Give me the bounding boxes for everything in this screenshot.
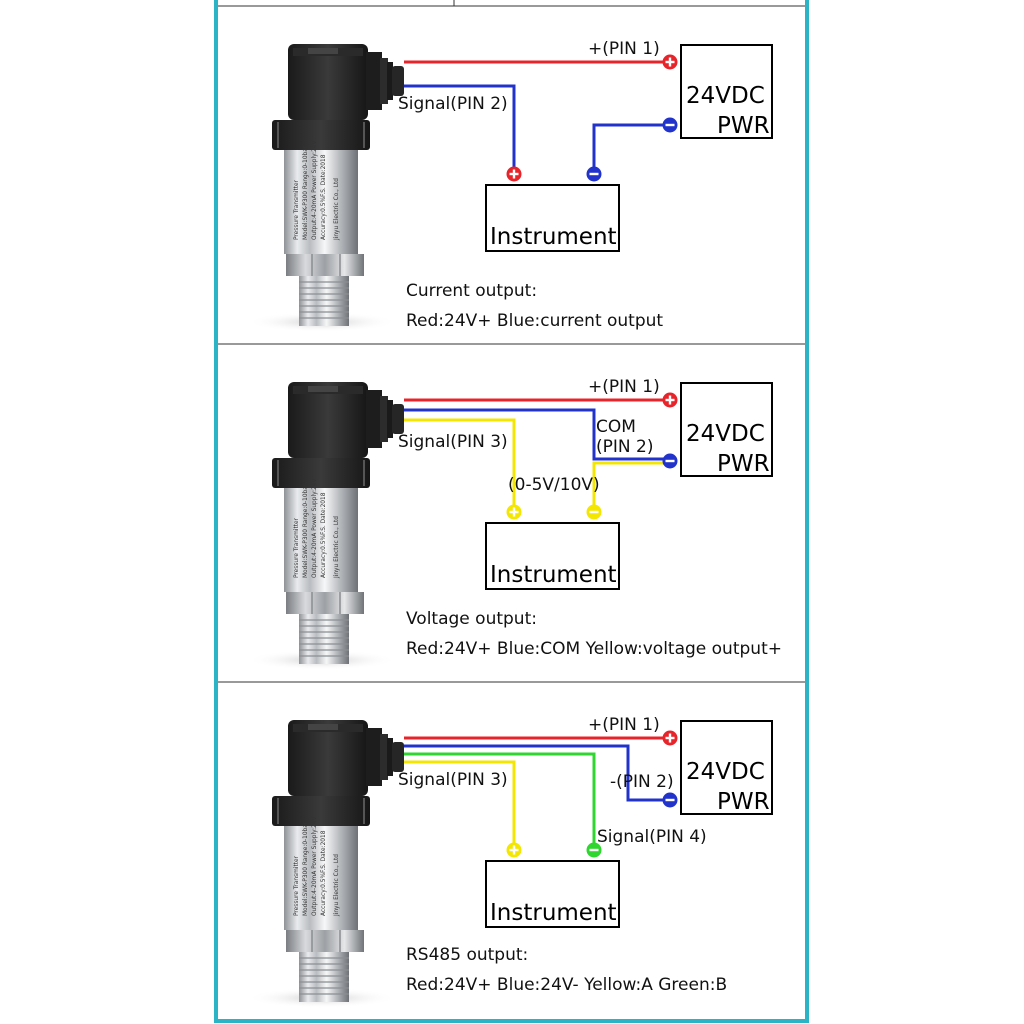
com-pin-label: (PIN 2) (596, 437, 653, 457)
power-label-voltage: 24VDC (686, 83, 765, 109)
power-supply-box (680, 720, 773, 815)
power-label-pwr: PWR (717, 451, 770, 477)
caption-title: Voltage output: (406, 609, 537, 629)
power-supply-box (680, 382, 773, 477)
signal4-label: Signal(PIN 4) (597, 827, 707, 847)
panel-voltage-output: Pressure Transmitter Model:SWK-P300 Rang… (246, 377, 782, 671)
device-label-line: Output:4-20mA Power Supply:24V (310, 479, 318, 579)
com-label: COM (596, 417, 636, 437)
power-label-voltage: 24VDC (686, 421, 765, 447)
device-label-line: Model:SWK-P300 Range:0-10bar (301, 483, 309, 578)
signal-label: Signal(PIN 3) (398, 432, 508, 452)
negative-pin-label: -(PIN 2) (610, 772, 674, 792)
caption-detail: Red:24V+ Blue:COM Yellow:voltage output+ (406, 639, 782, 659)
pin1-label: +(PIN 1) (588, 377, 660, 397)
outer-frame (214, 0, 809, 1023)
power-label-voltage: 24VDC (686, 759, 765, 785)
instrument-label: Instrument (490, 562, 617, 588)
negative-terminal-icon (662, 453, 678, 469)
instrument-box (485, 522, 620, 590)
power-label-pwr: PWR (717, 789, 770, 815)
instrument-positive-terminal-icon (506, 504, 522, 520)
caption-title: Current output: (406, 281, 537, 301)
blue-wire (404, 744, 670, 802)
device-label-line: Output:4-20mA Power Supply:24V (310, 817, 318, 917)
positive-terminal-icon (662, 730, 678, 746)
instrument-positive-terminal-icon (506, 166, 522, 182)
panel-current-output: Pressure Transmitter Model:SWK-P300 Rang… (246, 39, 773, 333)
instrument-box (485, 860, 620, 928)
device-label-line: Accuracy:0.5%F.S. Date:2018 (319, 154, 327, 240)
voltage-range-label: (0-5V/10V) (508, 475, 600, 495)
signal-label: Signal(PIN 2) (398, 94, 508, 114)
device-label-line: Model:SWK-P300 Range:0-10bar (301, 145, 309, 240)
caption-title: RS485 output: (406, 945, 528, 965)
device-label-line: Jinyu Electric Co., Ltd (332, 854, 340, 917)
caption-detail: Red:24V+ Blue:24V- Yellow:A Green:B (406, 975, 727, 995)
power-label-pwr: PWR (717, 113, 770, 139)
yellow-return-wire (592, 461, 670, 512)
blue-com-wire (404, 408, 670, 461)
signal-label: Signal(PIN 3) (398, 770, 508, 790)
device-label-line: Model:SWK-P300 Range:0-10bar (301, 821, 309, 916)
yellow-signal-wire (404, 760, 516, 850)
yellow-signal-wire (404, 418, 516, 512)
instrument-box (485, 184, 620, 252)
blue-return-wire (592, 123, 670, 174)
device-label-line: Pressure Transmitter (292, 179, 300, 240)
instrument-label: Instrument (490, 900, 617, 926)
device-label-line: Pressure Transmitter (292, 517, 300, 578)
pin1-label: +(PIN 1) (588, 39, 660, 59)
device-label-line: Pressure Transmitter (292, 855, 300, 916)
positive-terminal-icon (662, 392, 678, 408)
signal-a-terminal-icon (506, 842, 522, 858)
device-label-line: Output:4-20mA Power Supply:24V (310, 141, 318, 241)
blue-signal-wire (404, 84, 516, 174)
caption-detail: Red:24V+ Blue:current output (406, 311, 663, 331)
negative-terminal-icon (662, 117, 678, 133)
panel-rs485-output: Pressure Transmitter Model:SWK-P300 Rang… (246, 715, 773, 1009)
instrument-label: Instrument (490, 224, 617, 250)
device-label-line: Jinyu Electric Co., Ltd (332, 516, 340, 579)
green-signal-wire (404, 752, 596, 850)
pin1-label: +(PIN 1) (588, 715, 660, 735)
device-label-line: Accuracy:0.5%F.S. Date:2018 (319, 830, 327, 916)
device-label-line: Jinyu Electric Co., Ltd (332, 178, 340, 241)
power-supply-box (680, 44, 773, 139)
device-label-line: Accuracy:0.5%F.S. Date:2018 (319, 492, 327, 578)
instrument-negative-terminal-icon (586, 504, 602, 520)
instrument-negative-terminal-icon (586, 166, 602, 182)
negative-terminal-icon (662, 792, 678, 808)
positive-terminal-icon (662, 54, 678, 70)
